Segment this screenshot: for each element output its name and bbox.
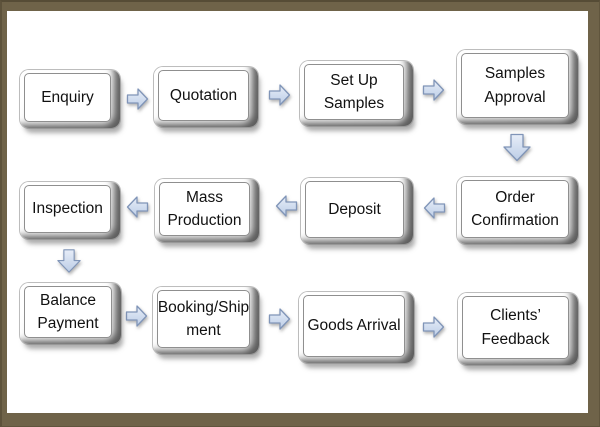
- flow-step-face: Booking/Ship ment: [157, 290, 250, 348]
- flow-step-clients-feedback: Clients’ Feedback: [458, 293, 578, 365]
- flow-step-label: Clients’ Feedback: [481, 307, 550, 348]
- flow-step-inspection: Inspection: [20, 182, 120, 239]
- arrow-right-icon: [422, 79, 445, 101]
- arrow-down-icon: [503, 133, 531, 162]
- flow-step-order-confirmation: Order Confirmation: [457, 177, 578, 244]
- flow-step-face: Samples Approval: [461, 53, 569, 118]
- flow-step-enquiry: Enquiry: [20, 70, 120, 128]
- flow-step-face: Deposit: [305, 181, 404, 238]
- arrow-right-icon: [422, 316, 445, 338]
- flow-step-face: Enquiry: [24, 73, 111, 122]
- flow-step-label: Order Confirmation: [471, 188, 559, 229]
- flow-step-balance-payment: Balance Payment: [20, 283, 121, 344]
- flow-step-set-up-samples: Set Up Samples: [300, 61, 413, 126]
- flow-step-goods-arrival: Goods Arrival: [299, 292, 414, 363]
- arrow-right-icon: [268, 308, 291, 330]
- arrow-left-icon: [126, 196, 149, 218]
- flow-step-mass-production: Mass Production: [155, 179, 259, 242]
- flow-step-quotation: Quotation: [154, 67, 258, 127]
- flow-step-label: Quotation: [169, 86, 238, 104]
- flow-step-face: Goods Arrival: [303, 295, 405, 357]
- flow-step-label: Booking/Ship ment: [157, 298, 250, 339]
- arrow-left-icon: [275, 195, 298, 217]
- flow-step-face: Order Confirmation: [461, 180, 569, 238]
- flow-step-face: Inspection: [24, 185, 111, 233]
- flow-step-face: Clients’ Feedback: [462, 296, 569, 359]
- flow-step-label: Enquiry: [41, 88, 94, 106]
- flow-step-label: Set Up Samples: [323, 71, 385, 112]
- flow-step-face: Set Up Samples: [304, 64, 404, 120]
- flow-step-samples-approval: Samples Approval: [457, 50, 578, 124]
- flow-step-label: Balance Payment: [37, 291, 99, 332]
- flow-step-face: Balance Payment: [24, 286, 112, 338]
- flow-step-label: Samples Approval: [484, 65, 546, 106]
- flow-step-face: Quotation: [158, 70, 249, 121]
- flow-step-booking-shipment: Booking/Ship ment: [153, 287, 259, 354]
- arrow-right-icon: [268, 84, 291, 106]
- flow-step-label: Deposit: [328, 200, 381, 218]
- arrow-down-icon: [57, 249, 81, 273]
- flow-step-label: Goods Arrival: [307, 317, 401, 335]
- flow-step-label: Inspection: [32, 200, 103, 218]
- arrow-right-icon: [126, 88, 149, 110]
- flow-step-label: Mass Production: [167, 188, 242, 229]
- arrow-left-icon: [423, 197, 446, 219]
- flow-step-face: Mass Production: [159, 182, 250, 236]
- arrow-right-icon: [125, 305, 148, 327]
- flow-step-deposit: Deposit: [301, 178, 413, 244]
